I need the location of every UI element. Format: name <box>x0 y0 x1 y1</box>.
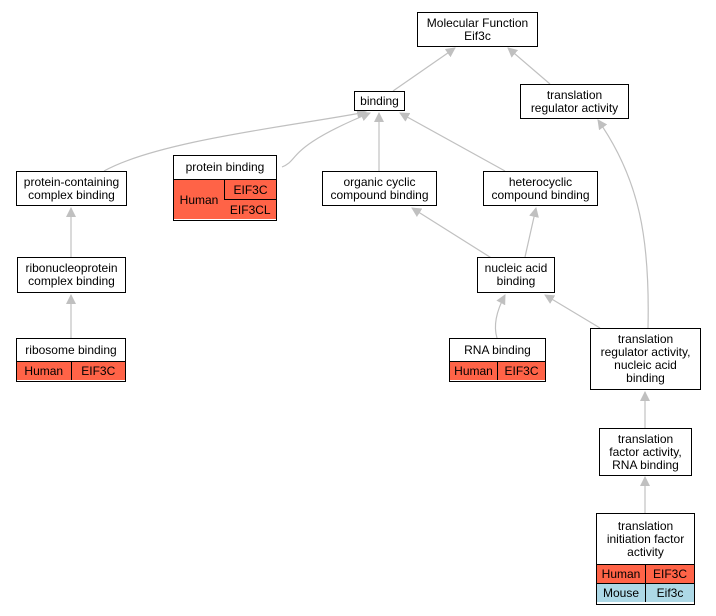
gene-cell: EIF3C <box>645 564 694 584</box>
node-label: Molecular Function Eif3c <box>426 15 529 43</box>
node-nucleic-acid-binding[interactable]: nucleic acid binding <box>477 257 555 293</box>
node-label: translation factor activity, RNA binding <box>609 431 682 472</box>
annotation-table: Human EIF3C EIF3CL <box>174 179 276 219</box>
species-cell-human: Human <box>174 179 225 219</box>
species-cell-human: Human <box>597 564 646 584</box>
node-label: binding <box>360 93 399 108</box>
gene-cell: EIF3C <box>70 361 125 380</box>
gene-cell: EIF3C <box>224 179 276 200</box>
gene-cell: EIF3CL <box>224 199 276 219</box>
annotation-table: Human EIF3C <box>450 361 545 380</box>
species-cell-mouse: Mouse <box>597 583 646 602</box>
node-heterocyclic-compound-binding[interactable]: heterocyclic compound binding <box>483 171 598 206</box>
node-rna-binding[interactable]: RNA binding Human EIF3C <box>449 338 546 382</box>
node-protein-containing-complex-binding[interactable]: protein-containing complex binding <box>16 171 127 206</box>
annotation-table: Human EIF3C <box>17 361 125 380</box>
node-ribosome-binding[interactable]: ribosome binding Human EIF3C <box>16 338 126 382</box>
edge-heterocyclic-to-binding <box>399 112 506 172</box>
edge-tr-nucleic-to-nucleic-acid <box>544 294 601 329</box>
node-label: nucleic acid binding <box>484 261 548 288</box>
node-translation-factor-activity-rna-binding[interactable]: translation factor activity, RNA binding <box>599 428 692 476</box>
edge-nucleic-acid-to-heterocyclic <box>524 207 539 258</box>
gene-cell: EIF3C <box>497 361 545 380</box>
node-label: ribonucleoprotein complex binding <box>25 261 118 288</box>
node-translation-regulator-activity-nucleic-acid-binding[interactable]: translation regulator activity, nucleic … <box>590 328 701 390</box>
node-label: protein-containing complex binding <box>23 174 120 202</box>
node-ribonucleoprotein-complex-binding[interactable]: ribonucleoprotein complex binding <box>17 257 126 293</box>
edge-tr-nucleic-to-translation-regulator <box>597 119 649 329</box>
edge-nucleic-acid-to-organic-cyclic <box>411 207 494 260</box>
node-translation-regulator-activity[interactable]: translation regulator activity <box>520 84 629 119</box>
node-label: translation initiation factor activity <box>606 518 685 559</box>
node-label: translation regulator activity <box>530 87 619 115</box>
node-molecular-function[interactable]: Molecular Function Eif3c <box>417 12 538 47</box>
node-label: protein binding <box>185 160 265 174</box>
edge-protein-binding-to-binding <box>281 111 371 168</box>
annotation-table: Human EIF3C Mouse Eif3c <box>597 564 694 602</box>
edge-protein-containing-to-binding <box>103 108 367 172</box>
edge-translation-regulator-to-molecular-function <box>507 47 551 85</box>
node-label: organic cyclic compound binding <box>330 174 429 202</box>
species-cell-human: Human <box>17 361 71 380</box>
node-binding[interactable]: binding <box>354 91 405 111</box>
node-label: translation regulator activity, nucleic … <box>600 332 691 385</box>
node-label: heterocyclic compound binding <box>491 174 590 202</box>
species-cell-human: Human <box>450 361 498 380</box>
edge-binding-to-molecular-function <box>392 47 456 92</box>
node-organic-cyclic-compound-binding[interactable]: organic cyclic compound binding <box>322 171 437 206</box>
node-translation-initiation-factor-activity[interactable]: translation initiation factor activity H… <box>596 513 695 605</box>
node-protein-binding[interactable]: protein binding Human EIF3C EIF3CL <box>173 155 277 221</box>
edge-rna-to-nucleic-acid <box>494 294 506 339</box>
node-label: ribosome binding <box>25 342 117 357</box>
node-label: RNA binding <box>464 342 531 357</box>
gene-cell: Eif3c <box>645 583 694 602</box>
